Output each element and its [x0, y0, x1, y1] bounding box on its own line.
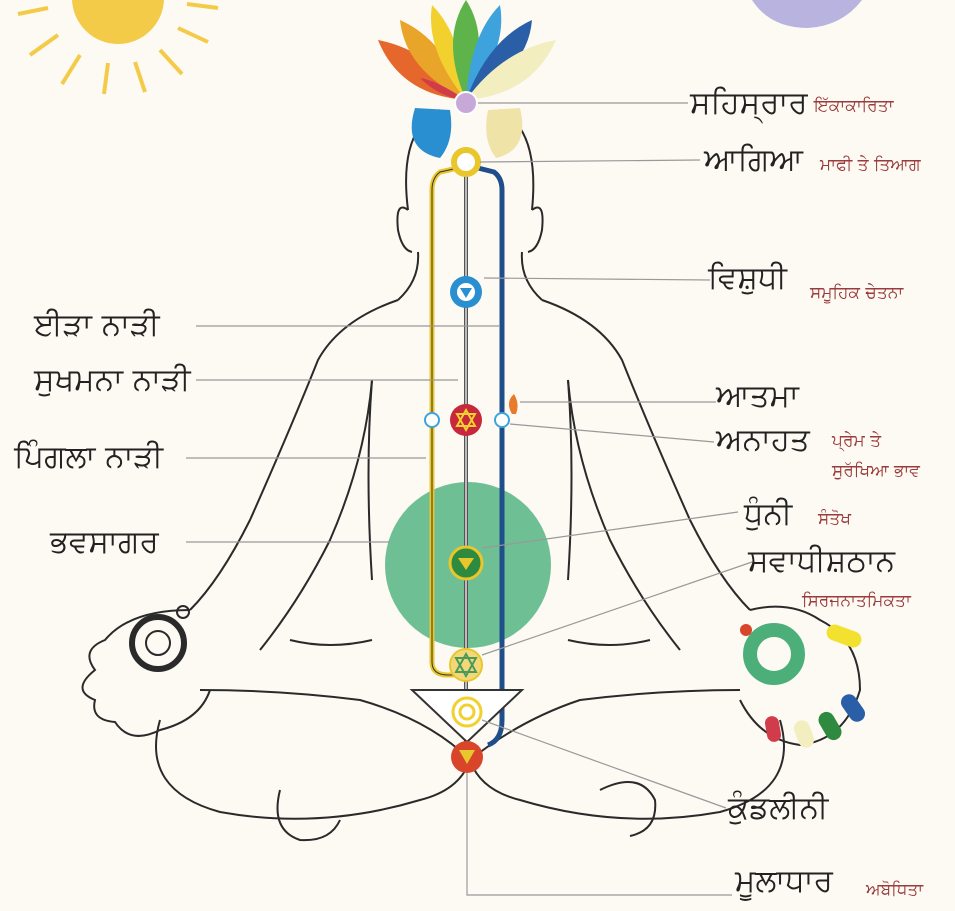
label-atma: ਆਤਮਾ [715, 378, 800, 414]
lotus-icon [378, 0, 556, 100]
label-sahasrara: ਸਹਿਸ੍ਰਾਰ [689, 85, 808, 124]
label-pingala: ਪਿੰਗਲਾ ਨਾੜੀ [13, 439, 164, 475]
swadishthan-chakra [450, 649, 482, 681]
sun-icon [18, 0, 218, 94]
moon-icon [752, 0, 862, 28]
label-swadishthan: ਸਵਾਧੀਸ਼ਠਾਨ [747, 543, 896, 579]
quality-vishuddhi: ਸਮੂਹਿਕ ਚੇਤਨਾ [809, 283, 904, 303]
right-palm-colors [740, 622, 868, 750]
label-nabhi: ਧੁੰਨੀ [743, 496, 793, 532]
label-agya: ਆਗਿਆ [703, 142, 804, 178]
label-sushumna: ਸੁਖਮਨਾ ਨਾੜੀ [33, 362, 191, 398]
quality-anahat-1: ਪ੍ਰੇਮ ਤੇ [831, 431, 882, 452]
mooladhara-chakra [451, 741, 483, 773]
label-bhavsagar: ਭਵਸਾਗਰ [49, 524, 159, 560]
quality-sahasrara: ਇੱਕਾਕਾਰਿਤਾ [813, 96, 895, 116]
pingala-node-right [495, 413, 509, 427]
label-mooladhara: ਮੂਲਾਧਾਰ [734, 863, 834, 901]
label-ida: ਈੜਾ ਨਾੜੀ [33, 307, 160, 343]
label-vishuddhi: ਵਿਸ਼ੁਧੀ [707, 260, 788, 296]
nabhi-chakra [450, 547, 482, 579]
quality-anahat-2: ਸੁਰੱਖਿਆ ਭਾਵ [831, 461, 920, 481]
vishuddhi-chakra [450, 276, 482, 308]
atma-flame-icon [509, 394, 518, 414]
quality-mooladhara: ਅਬੋਧਿਤਾ [865, 880, 924, 900]
agya-chakra [454, 150, 478, 174]
label-kundalini: ਕੁੰਡਲੀਨੀ [727, 790, 829, 826]
quality-nabhi: ਸੰਤੋਖ [817, 509, 852, 529]
sahasrara-chakra [455, 92, 477, 114]
quality-agya: ਮਾਫੀ ਤੇ ਤਿਆਗ [819, 155, 922, 175]
label-anahat: ਅਨਾਹਤ [715, 422, 811, 458]
head-crescent [412, 108, 452, 158]
anahat-chakra [450, 404, 482, 436]
quality-swadishthan: ਸਿਰਜਨਾਤਮਿਕਤਾ [801, 591, 912, 611]
left-palm-ring [132, 617, 184, 669]
ida-node-left [425, 413, 439, 427]
